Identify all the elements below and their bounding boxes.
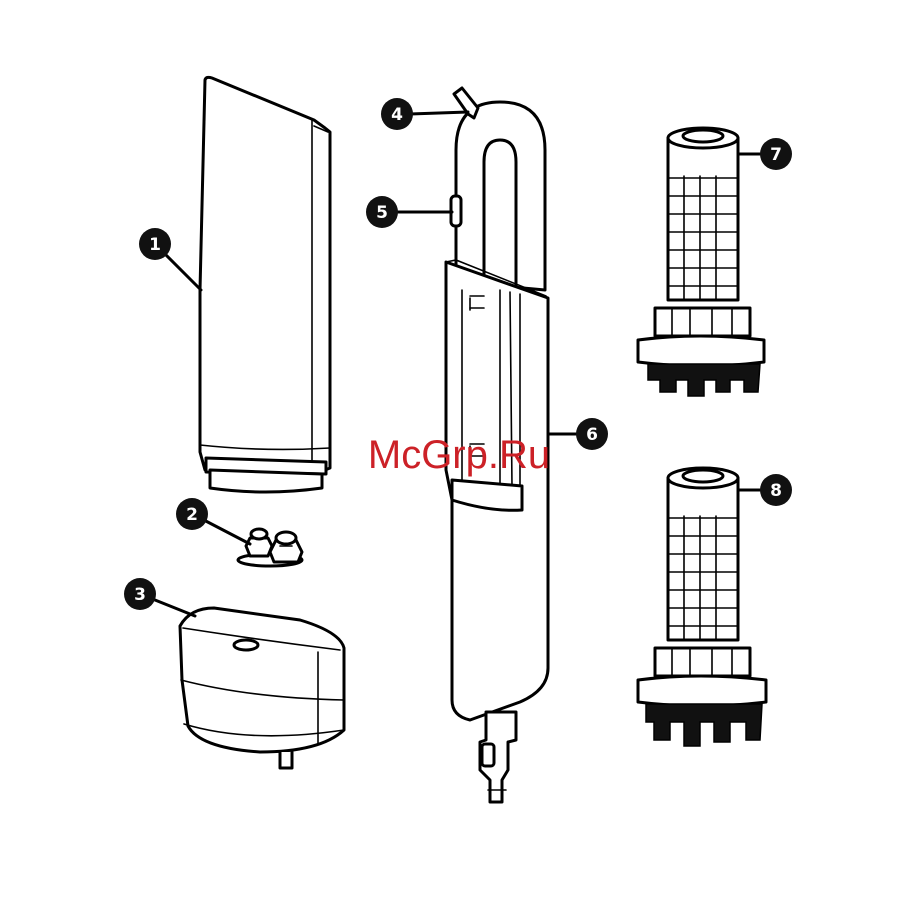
part-8-filter-cartridge (638, 468, 766, 746)
leader-line-2 (200, 518, 250, 544)
callout-7: 7 (760, 138, 792, 170)
callout-2: 2 (176, 498, 208, 530)
callout-3: 3 (124, 578, 156, 610)
callout-4: 4 (381, 98, 413, 130)
svg-text:6: 6 (586, 425, 598, 445)
callout-6: 6 (576, 418, 608, 450)
svg-text:3: 3 (134, 585, 146, 605)
part-3-base-tank (180, 608, 344, 768)
part-7-filter-cartridge (638, 128, 764, 396)
callout-1: 1 (139, 228, 171, 260)
svg-text:1: 1 (149, 235, 161, 255)
callout-8: 8 (760, 474, 792, 506)
leader-line-1 (163, 252, 201, 290)
svg-text:2: 2 (186, 505, 198, 525)
leader-line-3 (150, 598, 195, 616)
part-2-valves (238, 529, 302, 566)
watermark-text: McGrp.Ru (368, 433, 550, 477)
svg-text:7: 7 (770, 145, 782, 165)
part-1-outer-cover (200, 77, 330, 492)
svg-text:5: 5 (376, 203, 388, 223)
callout-5: 5 (366, 196, 398, 228)
svg-text:8: 8 (770, 481, 782, 501)
leader-line-4 (410, 112, 468, 114)
svg-text:4: 4 (391, 105, 403, 125)
